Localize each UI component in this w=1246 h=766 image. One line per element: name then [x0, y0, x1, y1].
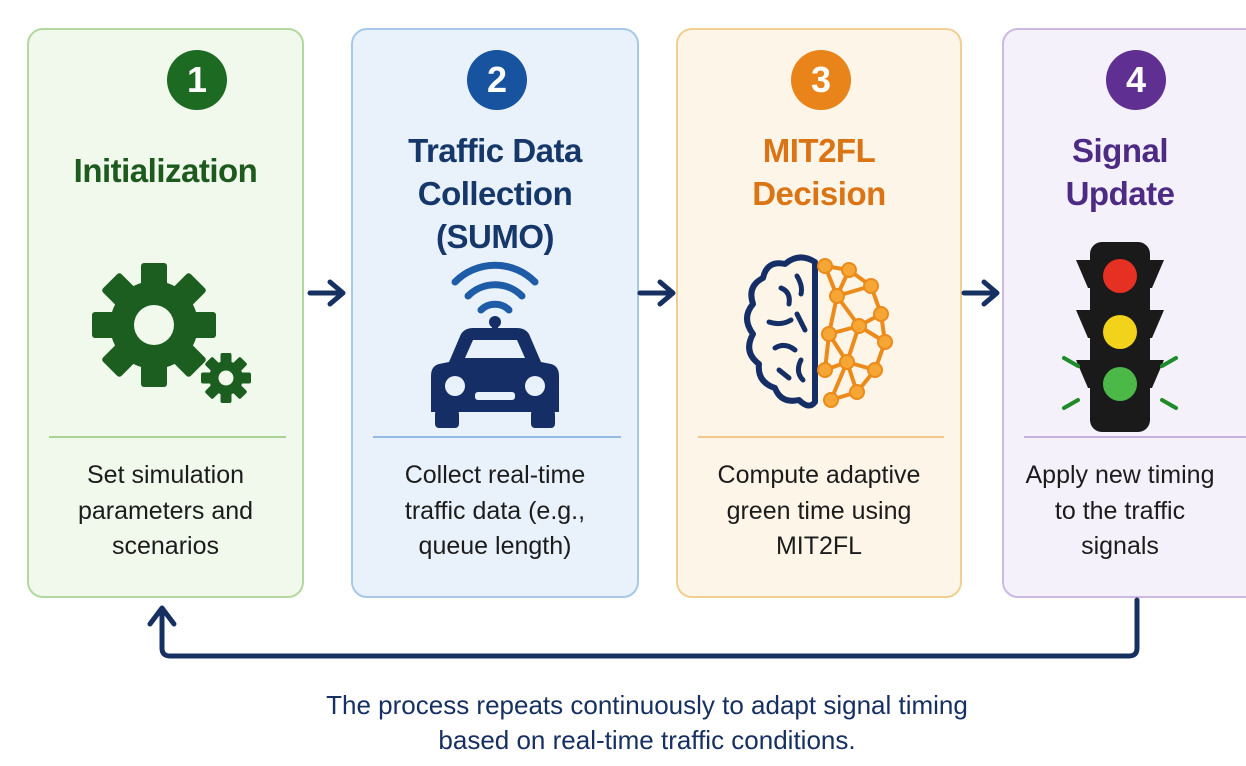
description-line: scenarios: [112, 532, 219, 560]
description-line: Collect real-time: [404, 461, 586, 489]
step-title-line: Collection (SUMO): [417, 174, 573, 255]
step-title: MIT2FL Decision: [688, 130, 950, 216]
step-title: Signal Update: [1008, 130, 1232, 216]
connected-car-icon: [353, 230, 637, 430]
step-card-initialization: 1 Initialization: [27, 28, 304, 598]
step-description: Compute adaptive green time using MIT2FL: [688, 458, 950, 565]
step-number-badge: 2: [467, 50, 527, 110]
step-number-badge: 1: [167, 50, 227, 110]
process-note-line: The process repeats continuously to adap…: [326, 690, 968, 720]
description-line: traffic data (e.g.,: [404, 496, 586, 525]
step-title-line: Update: [1065, 174, 1175, 212]
step-title: Initialization: [39, 150, 292, 193]
description-line: MIT2FL: [775, 532, 863, 560]
process-note: The process repeats continuously to adap…: [0, 688, 1246, 758]
step-description: Collect real-time traffic data (e.g., qu…: [363, 458, 627, 565]
step-title-line: Initialization: [73, 152, 258, 189]
step-description: Apply new timing to the traffic signals: [1008, 458, 1232, 565]
description-line: green time using: [726, 496, 912, 525]
traffic-light-icon: [1004, 232, 1246, 442]
step-card-signal-update: 4 Signal Update: [1002, 28, 1246, 598]
step-number-badge: 3: [791, 50, 851, 110]
description-line: Apply new timing: [1025, 461, 1215, 489]
step-title-line: Traffic Data: [408, 132, 582, 169]
step-title: Traffic Data Collection (SUMO): [363, 130, 627, 259]
description-line: Compute adaptive: [717, 461, 921, 489]
description-line: queue length): [418, 532, 572, 560]
step-title-line: Decision: [752, 174, 886, 212]
description-line: parameters and: [77, 496, 254, 525]
step-title-line: Signal: [1071, 132, 1169, 169]
step-description: Set simulation parameters and scenarios: [39, 458, 292, 565]
step-title-line: MIT2FL: [762, 132, 876, 169]
description-line: Set simulation: [86, 461, 245, 489]
step-number-badge: 4: [1106, 50, 1166, 110]
right-arrow-icon: [961, 279, 1000, 307]
right-arrow-icon: [637, 279, 676, 307]
card-divider: [373, 436, 621, 438]
step-card-traffic-data-collection: 2 Traffic Data Collection (SUMO) Collect…: [351, 28, 639, 598]
description-line: signals: [1081, 532, 1159, 560]
right-arrow-icon: [307, 279, 346, 307]
card-divider: [698, 436, 944, 438]
gears-icon: [29, 230, 302, 420]
brain-network-icon: [678, 230, 960, 430]
card-divider: [1024, 436, 1246, 438]
process-note-line: based on real-time traffic conditions.: [438, 725, 856, 756]
card-divider: [49, 436, 286, 438]
step-card-mit2fl-decision: 3 MIT2FL Decision: [676, 28, 962, 598]
description-line: to the traffic: [1054, 496, 1186, 525]
